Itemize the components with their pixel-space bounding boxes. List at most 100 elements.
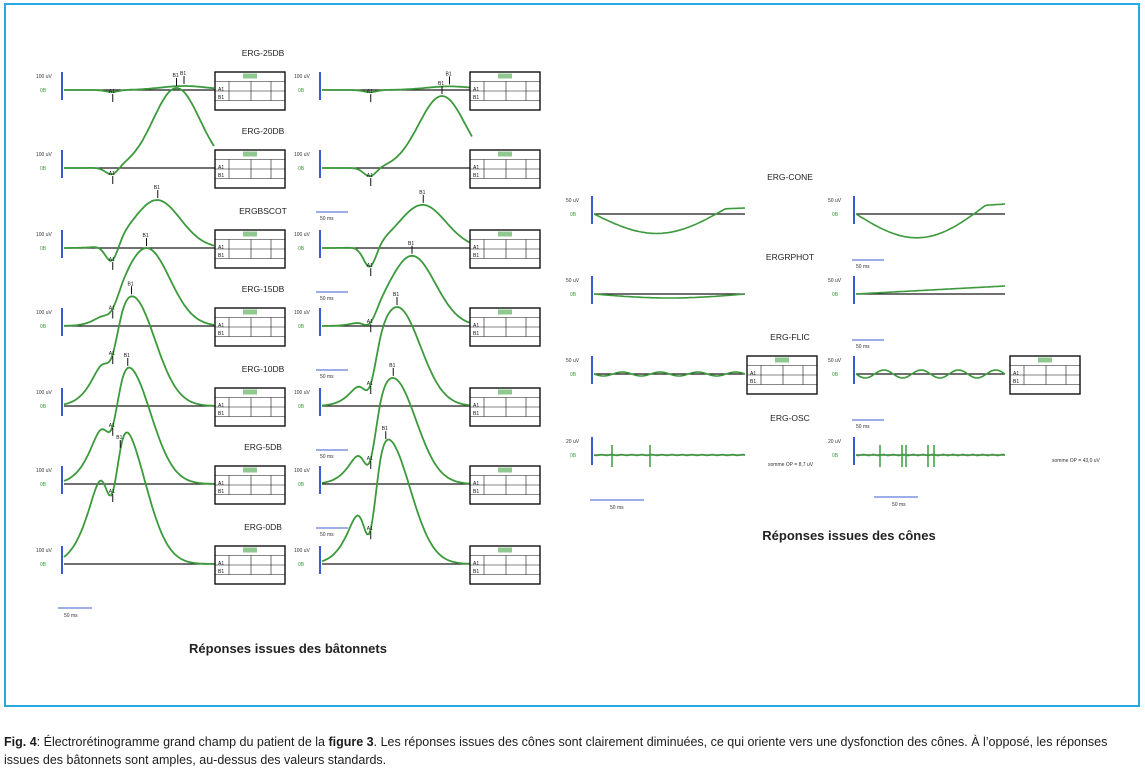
result-table-header xyxy=(498,389,512,395)
result-table-header xyxy=(498,151,512,157)
rods-timebar-label: 50 ms xyxy=(64,613,78,619)
result-table-a1-label: A1 xyxy=(218,481,224,487)
result-table-a1-label: A1 xyxy=(218,403,224,409)
zero-level-label: 0B xyxy=(570,292,577,298)
b1-marker: B1 xyxy=(128,281,134,287)
cones-section-label: Réponses issues des cônes xyxy=(762,528,935,543)
b1-marker: B1 xyxy=(446,71,452,77)
timebar-label: 50 ms xyxy=(320,374,334,380)
cone-erg-trace xyxy=(855,203,1006,239)
amplitude-scale-label: 50 uV xyxy=(828,278,842,284)
result-table-a1-label: A1 xyxy=(218,245,224,251)
amplitude-scale-label: 100 uV xyxy=(294,74,311,80)
result-table-b1-label: B1 xyxy=(218,95,224,101)
zero-level-label: 0B xyxy=(40,246,47,252)
rod-panel-title: ERG-20DB xyxy=(242,126,285,136)
amplitude-scale-label: 100 uV xyxy=(294,468,311,474)
result-table-header xyxy=(498,547,512,553)
rod-erg-trace xyxy=(64,247,215,327)
result-table-b1-label: B1 xyxy=(218,411,224,417)
zero-level-label: 0B xyxy=(832,212,839,218)
cone-erg-trace xyxy=(855,453,1006,457)
result-table-a1-label: A1 xyxy=(473,323,479,329)
zero-level-label: 0B xyxy=(832,372,839,378)
b1-marker: B1 xyxy=(180,71,186,77)
rod-panel-title: ERG-0DB xyxy=(244,522,282,532)
amplitude-scale-label: 50 uV xyxy=(828,358,842,364)
caption-fig-ref: figure 3 xyxy=(328,735,374,749)
amplitude-scale-label: 20 uV xyxy=(828,439,842,445)
result-table-a1-label: A1 xyxy=(218,561,224,567)
amplitude-scale-label: 100 uV xyxy=(36,232,53,238)
result-table-header xyxy=(775,357,789,363)
result-table-header xyxy=(498,309,512,315)
zero-level-label: 0B xyxy=(570,372,577,378)
cone-panel-title: ERG-CONE xyxy=(767,172,813,182)
timebar-label: 50 ms xyxy=(856,424,870,430)
timebar-label: 50 ms xyxy=(320,216,334,222)
result-table-header xyxy=(243,467,257,473)
result-table-b1-label: B1 xyxy=(473,253,479,259)
zero-level-label: 0B xyxy=(832,453,839,459)
rod-erg-trace xyxy=(64,85,215,93)
zero-level-label: 0B xyxy=(40,324,47,330)
rod-erg-trace xyxy=(322,203,473,268)
figure-frame xyxy=(4,3,1140,707)
rod-panel-title: ERG-15DB xyxy=(242,284,285,294)
rod-panel-title: ERG-25DB xyxy=(242,48,285,58)
result-table-b1-label: B1 xyxy=(473,411,479,417)
result-table-header xyxy=(243,73,257,79)
b1-marker: B1 xyxy=(124,353,130,359)
zero-level-label: 0B xyxy=(40,562,47,568)
caption-fig-label: Fig. 4 xyxy=(4,735,37,749)
caption-text-before: : Électrorétinogramme grand champ du pat… xyxy=(36,735,329,749)
caption-text-after: . Les réponses issues des cônes sont cla… xyxy=(4,735,1108,767)
amplitude-scale-label: 100 uV xyxy=(294,152,311,158)
timebar-label: 50 ms xyxy=(856,344,870,350)
result-table-header xyxy=(243,389,257,395)
zero-level-label: 0B xyxy=(298,482,305,488)
rod-erg-trace xyxy=(322,85,473,94)
amplitude-scale-label: 20 uV xyxy=(566,439,580,445)
result-table-a1-label: A1 xyxy=(473,403,479,409)
result-table-a1-label: A1 xyxy=(473,165,479,171)
a1-marker: A1 xyxy=(109,489,115,495)
rod-panel-title: ERG-5DB xyxy=(244,442,282,452)
zero-level-label: 0B xyxy=(298,246,305,252)
rod-erg-trace xyxy=(321,254,473,327)
result-table-a1-label: A1 xyxy=(218,323,224,329)
result-table-header xyxy=(1038,357,1052,363)
cone-erg-trace xyxy=(855,369,1006,379)
zero-level-label: 0B xyxy=(570,453,577,459)
cones-timebar-right-label: 50 ms xyxy=(892,502,906,508)
cone-panel-title: ERGRPHOT xyxy=(766,252,814,262)
amplitude-scale-label: 100 uV xyxy=(36,468,53,474)
b1-marker: B1 xyxy=(116,435,122,441)
timebar-label: 50 ms xyxy=(320,296,334,302)
result-table-b1-label: B1 xyxy=(1013,379,1019,385)
b1-marker: B1 xyxy=(382,426,388,432)
rod-erg-trace xyxy=(64,199,215,262)
rod-erg-trace xyxy=(63,295,215,407)
zero-level-label: 0B xyxy=(298,562,305,568)
b1-marker: B1 xyxy=(173,73,179,79)
a1-marker: A1 xyxy=(109,171,115,177)
b1-marker: B1 xyxy=(393,292,399,298)
amplitude-scale-label: 100 uV xyxy=(36,74,53,80)
amplitude-scale-label: 50 uV xyxy=(828,198,842,204)
a1-marker: A1 xyxy=(109,257,115,263)
b1-marker: B1 xyxy=(143,233,149,239)
b1-marker: B1 xyxy=(408,241,414,247)
result-table-a1-label: A1 xyxy=(750,371,756,377)
timebar-label: 50 ms xyxy=(320,532,334,538)
cone-responses: ERG-CONE 50 uV 0B 50 uV 0B 50 ms ERGRPHOT 50 uV… xyxy=(566,172,1101,511)
rod-panel-title: ERGBSCOT xyxy=(239,206,287,216)
result-table-header xyxy=(498,73,512,79)
cone-panel-title: ERG-OSC xyxy=(770,413,810,423)
